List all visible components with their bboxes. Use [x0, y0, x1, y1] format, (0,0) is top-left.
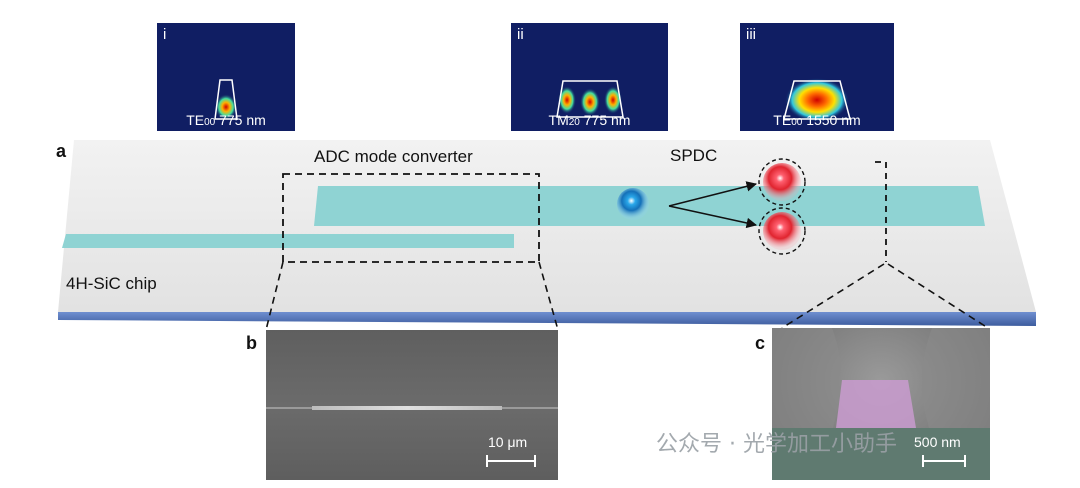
- panel-label-b: b: [246, 333, 257, 353]
- mode-caption-ii: TM20 775 nm: [548, 112, 631, 128]
- scale-label-c: 500 nm: [914, 434, 961, 450]
- photon-lower: [763, 212, 801, 250]
- adc-dashed-box: [282, 173, 540, 263]
- chip-side: [58, 312, 1036, 326]
- adc-label: ADC mode converter: [314, 147, 473, 166]
- inset-roman-iii: iii: [746, 26, 756, 43]
- mode-inset-i: i TE00 775 nm: [157, 23, 295, 131]
- arrow-down: [668, 205, 758, 229]
- sem-image-b: 10 μm: [266, 330, 558, 480]
- mode-caption-iii: TE00 1550 nm: [773, 112, 861, 128]
- scale-label-b: 10 μm: [488, 434, 528, 450]
- scale-bar-b: [486, 455, 536, 467]
- mode-caption-i: TE00 775 nm: [186, 112, 266, 128]
- inset-roman-i: i: [163, 26, 167, 43]
- photon-upper-ring: [758, 158, 806, 206]
- zoom-line-c-left: [781, 263, 885, 329]
- pump-photon: [617, 188, 649, 220]
- arrow-up: [668, 181, 758, 207]
- mode-profile-te00-775: [214, 79, 238, 120]
- sem-b-waveguide-bright: [312, 406, 502, 410]
- mode-inset-ii: ii TM20 775 nm: [511, 23, 668, 131]
- photon-upper: [763, 163, 801, 201]
- lower-waveguide: [62, 234, 514, 248]
- watermark-text: 公众号 · 光学加工小助手: [656, 432, 897, 457]
- inset-roman-ii: ii: [517, 26, 524, 43]
- sem-c-cross-section: [772, 328, 990, 480]
- mode-inset-iii: iii TE00 1550 nm: [740, 23, 894, 131]
- cross-section-marker: [875, 161, 887, 262]
- upper-waveguide: [314, 186, 985, 226]
- mode-profile-tm20-775: [556, 80, 624, 118]
- chip-label: 4H-SiC chip: [66, 274, 157, 293]
- sem-image-c: 500 nm: [772, 328, 990, 480]
- spdc-label: SPDC: [670, 146, 718, 165]
- scale-bar-c: [922, 455, 966, 467]
- panel-label-c: c: [755, 333, 766, 353]
- photon-lower-ring: [758, 207, 806, 255]
- zoom-line-c-right: [887, 263, 989, 329]
- mode-profile-te00-1550: [783, 78, 851, 122]
- panel-label-a: a: [56, 141, 67, 161]
